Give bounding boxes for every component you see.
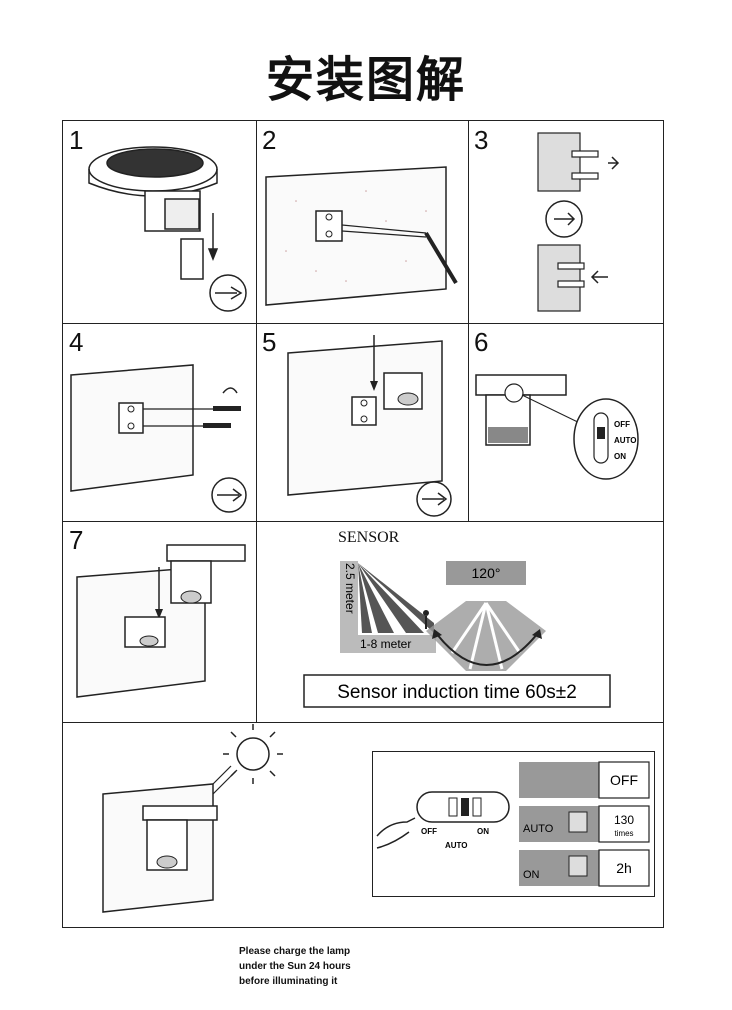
step-2-panel: 2 — [256, 121, 468, 323]
solar-charge-illustration — [102, 724, 283, 913]
mounted-lamp-illustration — [76, 544, 246, 698]
mode-on-duration: 2h — [616, 860, 632, 876]
distance-bar — [340, 635, 436, 653]
step-number: 2 — [262, 125, 277, 155]
angle-label: 120° — [472, 565, 501, 581]
instruction-grid: 1 2 — [62, 120, 665, 987]
hand-switch-off: OFF — [421, 827, 437, 836]
mode-box: OFF AUTO ON OFF AUTO 130 times ON 2h — [372, 751, 655, 897]
step-number: 3 — [474, 125, 489, 155]
mode-off-label: OFF — [610, 772, 638, 788]
switch-auto-label: AUTO — [614, 436, 637, 445]
step-number: 7 — [69, 525, 84, 555]
mode-on-label: ON — [523, 869, 540, 881]
row-divider — [63, 323, 663, 324]
mode-auto-label: AUTO — [523, 823, 554, 835]
mode-off-shade — [519, 762, 599, 798]
mount-lamp-illustration — [287, 335, 452, 517]
step-number: 1 — [69, 125, 84, 155]
switch-off-label: OFF — [614, 420, 630, 429]
distance-label: 1-8 meter — [360, 637, 411, 651]
step-number: 4 — [69, 327, 84, 357]
sensor-range-diagram: 2.5 meter 1-8 meter 120° Sensor inductio… — [303, 561, 611, 708]
charging-panel: Please charge the lamp under the Sun 24 … — [63, 722, 665, 987]
sensor-heading: SENSOR — [338, 529, 400, 546]
page-title: 安装图解 — [265, 52, 466, 108]
switch-illustration: OFF AUTO ON — [475, 374, 639, 480]
step-7-panel: 7 — [63, 521, 256, 722]
step-4-panel: 4 — [63, 323, 256, 521]
column-divider — [468, 121, 469, 521]
hand-switch-auto: AUTO — [445, 841, 468, 850]
row-divider — [63, 521, 663, 522]
mode-auto-unit: times — [614, 829, 633, 838]
induction-time-box — [303, 674, 611, 708]
step-number: 5 — [262, 327, 277, 357]
step-1-panel: 1 — [63, 121, 256, 323]
sensor-panel: SENSOR 2.5 meter 1-8 meter 120° — [256, 521, 665, 722]
height-label: 2.5 meter — [343, 563, 357, 614]
step-6-panel: 6 OFF AUTO ON — [468, 323, 665, 521]
wall-drill-illustration — [265, 166, 458, 306]
switch-hand-illustration: OFF AUTO ON OFF AUTO 130 times ON 2h — [376, 761, 650, 887]
sun-icon — [236, 737, 270, 771]
row-divider — [63, 722, 663, 723]
mode-auto-count: 130 — [614, 813, 634, 827]
step-number: 6 — [474, 327, 489, 357]
screw-bracket-illustration — [70, 364, 247, 513]
charge-note: Please charge the lamp under the Sun 24 … — [239, 946, 351, 987]
column-divider — [256, 121, 257, 722]
step-5-panel: 5 — [256, 323, 468, 521]
angle-box — [446, 561, 526, 585]
step-3-panel: 3 — [468, 121, 665, 323]
hand-switch-on: ON — [477, 827, 489, 836]
wall-anchor-illustration — [537, 132, 620, 312]
lamp-unit-illustration — [88, 146, 247, 312]
switch-on-label: ON — [614, 452, 626, 461]
induction-time-label: Sensor induction time 60s±2 — [337, 682, 577, 703]
height-bar — [340, 561, 358, 653]
